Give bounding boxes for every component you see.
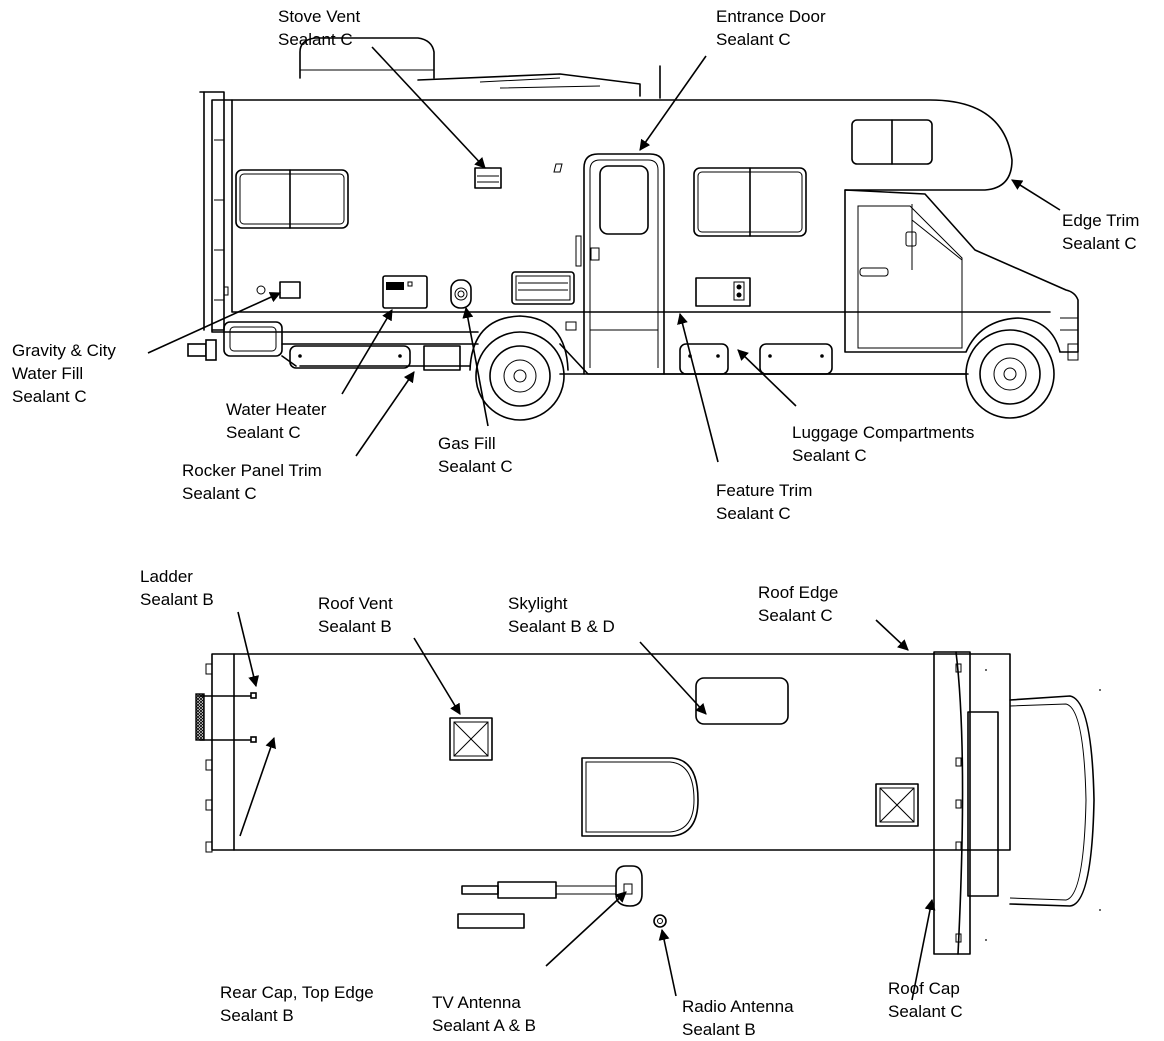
stove-vent-leader bbox=[371, 46, 486, 169]
rear-cap-leader bbox=[239, 736, 276, 837]
roof-cap bbox=[933, 651, 971, 955]
roof-vent-leader bbox=[413, 637, 461, 715]
roof-edge-leader bbox=[875, 619, 909, 651]
luggage-label: Luggage Compartments Sealant C bbox=[792, 423, 979, 465]
ladder-label: Ladder Sealant B bbox=[140, 567, 214, 609]
roof-ac-unit-top bbox=[581, 757, 699, 837]
leader-arrows bbox=[147, 46, 1061, 1001]
tv-antenna-leader bbox=[545, 891, 627, 967]
tv-antenna-base bbox=[457, 913, 525, 929]
cab bbox=[844, 189, 1079, 361]
luggage-leader bbox=[737, 349, 797, 407]
utility-box bbox=[695, 277, 751, 307]
stove-vent bbox=[474, 167, 502, 189]
water-fill-leader bbox=[147, 292, 282, 354]
edge-trim-label: Edge Trim Sealant C bbox=[1062, 211, 1144, 253]
radio-antenna-leader bbox=[658, 928, 677, 997]
water-heater bbox=[382, 275, 428, 309]
water-fill-door bbox=[279, 281, 301, 299]
roof-cap-label: Roof Cap Sealant C bbox=[888, 979, 965, 1021]
water-heater-leader bbox=[341, 309, 393, 395]
radio-antenna bbox=[653, 914, 667, 928]
stove-vent-label: Stove Vent Sealant C bbox=[278, 7, 365, 49]
gas-fill bbox=[450, 279, 472, 309]
roof-outline bbox=[211, 653, 1011, 851]
middle-window bbox=[693, 167, 807, 237]
rear-window bbox=[235, 169, 349, 229]
edge-trim-leader bbox=[1011, 179, 1061, 211]
radio-antenna-label: Radio Antenna Sealant B bbox=[682, 997, 798, 1039]
gas-fill-leader bbox=[462, 306, 489, 427]
side-vent bbox=[511, 271, 575, 305]
callout-labels: Stove Vent Sealant C Entrance Door Seala… bbox=[12, 7, 1144, 1039]
rear-wheel bbox=[469, 315, 569, 421]
gas-fill-label: Gas Fill Sealant C bbox=[438, 434, 513, 476]
roof-edge-label: Roof Edge Sealant C bbox=[758, 583, 843, 625]
skylight bbox=[695, 677, 789, 725]
roof-ac-unit bbox=[299, 37, 661, 99]
front-roof-vent bbox=[875, 783, 919, 827]
ladder-leader bbox=[237, 611, 260, 688]
rocker-panel-leader bbox=[355, 371, 415, 457]
rv-side-view bbox=[187, 37, 1079, 421]
skylight-label: Skylight Sealant B & D bbox=[508, 594, 615, 636]
feature-trim-leader bbox=[677, 312, 719, 463]
roof-cap-leader bbox=[911, 898, 936, 1001]
water-heater-label: Water Heater Sealant C bbox=[226, 400, 331, 442]
roof-vent bbox=[449, 717, 493, 761]
feature-trim-label: Feature Trim Sealant C bbox=[716, 481, 817, 523]
rv-top-view bbox=[195, 651, 1101, 955]
rear-cap-label: Rear Cap, Top Edge Sealant B bbox=[220, 983, 378, 1025]
entrance-door bbox=[565, 153, 665, 375]
entrance-door-leader bbox=[639, 55, 707, 151]
tv-antenna bbox=[461, 865, 643, 907]
cab-top bbox=[967, 669, 1101, 941]
tv-antenna-label: TV Antenna Sealant A & B bbox=[432, 993, 536, 1035]
water-fill-label: Gravity & City Water Fill Sealant C bbox=[12, 341, 121, 406]
entrance-door-label: Entrance Door Sealant C bbox=[716, 7, 830, 49]
skylight-leader bbox=[639, 641, 707, 715]
rocker-panel-label: Rocker Panel Trim Sealant C bbox=[182, 461, 327, 503]
ladder bbox=[195, 692, 257, 743]
front-wheel bbox=[965, 329, 1055, 419]
cabover-window bbox=[851, 119, 933, 165]
roof-vent-label: Roof Vent Sealant B bbox=[318, 594, 397, 636]
